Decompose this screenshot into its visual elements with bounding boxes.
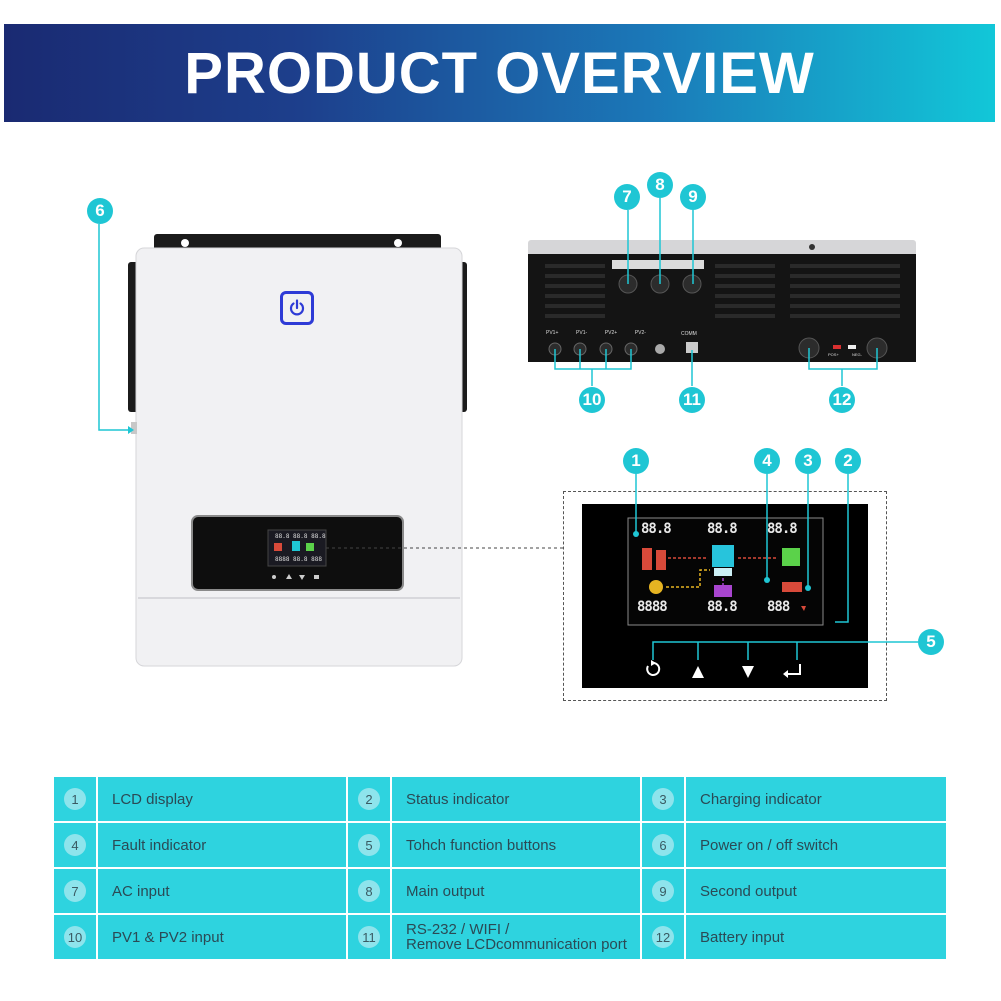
table-cell-label: Battery input bbox=[685, 914, 947, 960]
item-label: Main output bbox=[406, 882, 485, 900]
callout-badge: 6 bbox=[87, 198, 113, 224]
table-cell-number: 9 bbox=[641, 868, 685, 914]
callout-badge: 2 bbox=[835, 448, 861, 474]
refresh-icon[interactable] bbox=[646, 660, 661, 676]
battery-labels: POS+ NEG- bbox=[828, 352, 862, 357]
table-cell-label: PV1 & PV2 input bbox=[97, 914, 347, 960]
svg-text:8888 88.8 888: 8888 88.8 888 bbox=[275, 556, 322, 563]
table-cell-label: Status indicator bbox=[391, 776, 641, 822]
item-number: 12 bbox=[652, 926, 674, 948]
lcd-readout: 88.8 bbox=[641, 521, 672, 537]
header-banner: PRODUCT OVERVIEW bbox=[4, 24, 995, 122]
item-label: Tohch function buttons bbox=[406, 836, 557, 854]
battery-label: NEG- bbox=[852, 352, 862, 357]
callout-badge: 4 bbox=[754, 448, 780, 474]
item-number: 9 bbox=[652, 880, 674, 902]
item-label: PV1 & PV2 input bbox=[112, 928, 224, 946]
item-label: LCD display bbox=[112, 790, 193, 808]
item-label: RS-232 / WIFI / Remove LCDcommunication … bbox=[406, 921, 627, 953]
table-cell-number: 5 bbox=[347, 822, 391, 868]
pv-label: PV2- bbox=[634, 330, 646, 336]
pv-label: PV1- bbox=[576, 330, 588, 336]
table-cell-label: Second output bbox=[685, 868, 947, 914]
callout-badge: 11 bbox=[679, 387, 705, 413]
callout-badge: 5 bbox=[918, 629, 944, 655]
table-cell-number: 10 bbox=[53, 914, 97, 960]
callout-badge: 8 bbox=[647, 172, 673, 198]
item-number: 5 bbox=[358, 834, 380, 856]
battery-label: POS+ bbox=[828, 352, 839, 357]
item-number: 4 bbox=[64, 834, 86, 856]
battery-icon bbox=[714, 585, 732, 597]
power-icon[interactable] bbox=[280, 291, 314, 325]
item-number: 8 bbox=[358, 880, 380, 902]
pv-label: PV1+ bbox=[546, 330, 559, 336]
table-cell-number: 4 bbox=[53, 822, 97, 868]
lcd-readout: 8888 bbox=[637, 599, 668, 615]
table-cell-label: AC input bbox=[97, 868, 347, 914]
lcd-readout: 88.8 bbox=[707, 521, 738, 537]
item-number: 2 bbox=[358, 788, 380, 810]
grid-tower-icon bbox=[642, 548, 652, 570]
item-number: 7 bbox=[64, 880, 86, 902]
callout-badge: 3 bbox=[795, 448, 821, 474]
power-symbol bbox=[289, 299, 305, 316]
item-number: 1 bbox=[64, 788, 86, 810]
inverter-icon bbox=[712, 545, 734, 567]
table-cell-label: RS-232 / WIFI / Remove LCDcommunication … bbox=[391, 914, 641, 960]
item-label: Charging indicator bbox=[700, 790, 822, 808]
table-cell-label: Power on / off switch bbox=[685, 822, 947, 868]
callout-badge: 10 bbox=[579, 387, 605, 413]
spec-table: 1 LCD display 2 Status indicator 3 Charging i… bbox=[53, 776, 947, 960]
pv-label: PV2+ bbox=[604, 330, 618, 336]
enter-icon[interactable] bbox=[783, 664, 801, 678]
arrow-down-icon[interactable] bbox=[742, 666, 754, 678]
table-cell-number: 2 bbox=[347, 776, 391, 822]
item-label: Second output bbox=[700, 882, 797, 900]
callout-badge: 1 bbox=[623, 448, 649, 474]
solar-icon bbox=[649, 580, 663, 594]
bottom-panel-top-strip bbox=[528, 240, 916, 256]
table-cell-number: 11 bbox=[347, 914, 391, 960]
item-label: Battery input bbox=[700, 928, 785, 946]
table-cell-number: 3 bbox=[641, 776, 685, 822]
table-cell-label: Fault indicator bbox=[97, 822, 347, 868]
item-number: 11 bbox=[358, 926, 380, 948]
table-cell-label: Tohch function buttons bbox=[391, 822, 641, 868]
lcd-readout: 88.8 bbox=[707, 599, 738, 615]
callout-badge: 12 bbox=[829, 387, 855, 413]
table-cell-number: 8 bbox=[347, 868, 391, 914]
lcd-readout: 888 bbox=[767, 599, 790, 615]
table-cell-label: Main output bbox=[391, 868, 641, 914]
arrow-up-icon[interactable] bbox=[692, 666, 704, 678]
item-label: Status indicator bbox=[406, 790, 510, 808]
item-label: Fault indicator bbox=[112, 836, 207, 854]
callout-badge: 9 bbox=[680, 184, 706, 210]
table-cell-number: 6 bbox=[641, 822, 685, 868]
item-label: Power on / off switch bbox=[700, 836, 839, 854]
load-icon bbox=[782, 548, 800, 566]
item-label: AC input bbox=[112, 882, 170, 900]
table-cell-number: 1 bbox=[53, 776, 97, 822]
table-cell-label: Charging indicator bbox=[685, 776, 947, 822]
comm-label: COMM bbox=[681, 331, 697, 337]
item-number: 3 bbox=[652, 788, 674, 810]
table-cell-number: 12 bbox=[641, 914, 685, 960]
page-title: PRODUCT OVERVIEW bbox=[184, 40, 815, 106]
table-cell-number: 7 bbox=[53, 868, 97, 914]
pv-labels: PV1+ PV1- PV2+ PV2- bbox=[546, 330, 646, 336]
svg-text:88.8 88.8 88.8: 88.8 88.8 88.8 bbox=[275, 533, 326, 540]
table-cell-label: LCD display bbox=[97, 776, 347, 822]
item-number: 10 bbox=[64, 926, 86, 948]
callout-badge: 7 bbox=[614, 184, 640, 210]
lcd-readout: 88.8 bbox=[767, 521, 798, 537]
lcd-zoom-frame bbox=[563, 491, 887, 701]
item-number: 6 bbox=[652, 834, 674, 856]
